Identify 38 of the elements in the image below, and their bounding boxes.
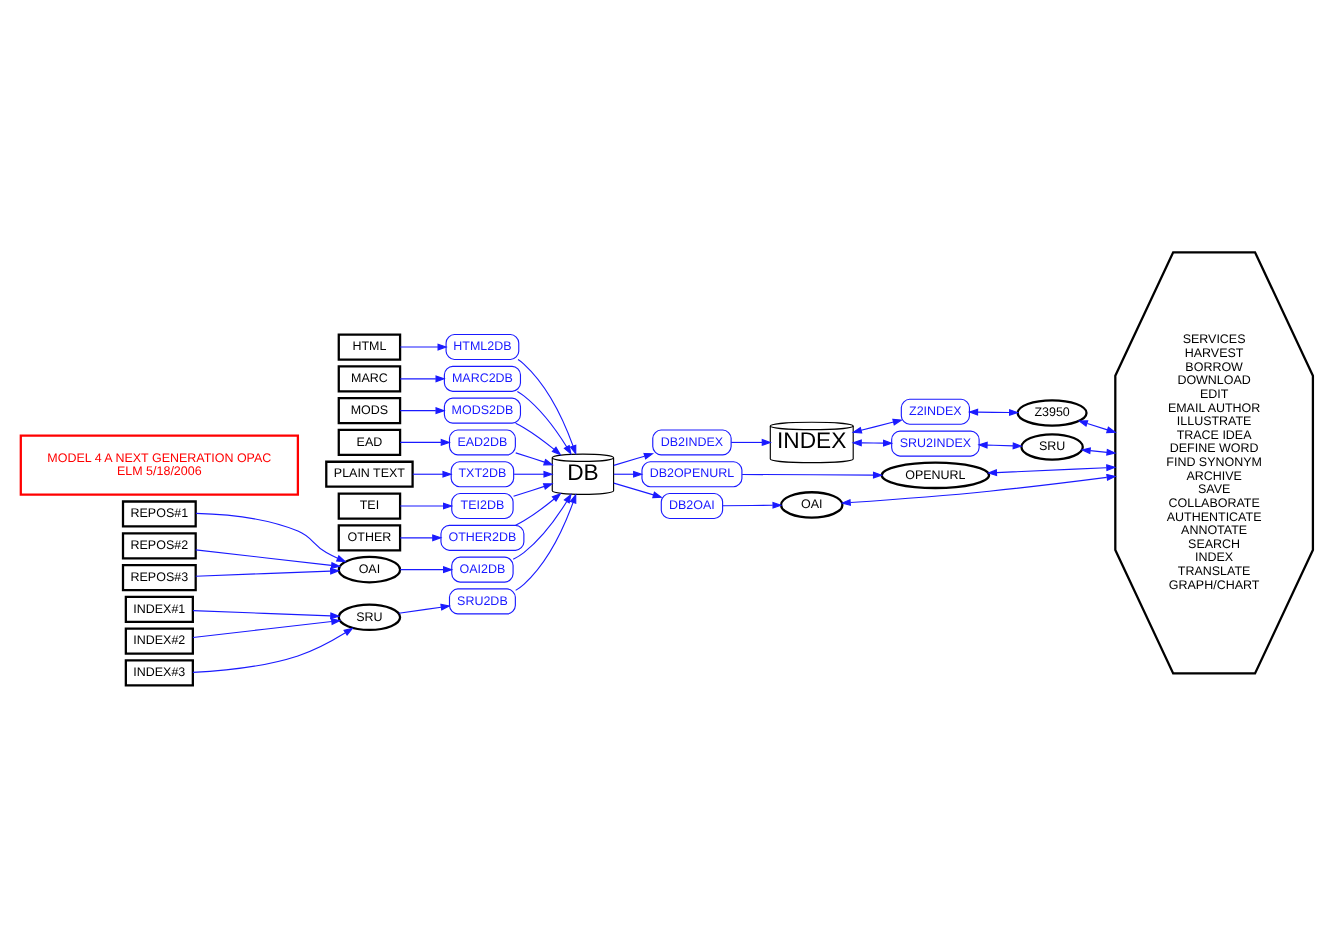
arrow — [515, 451, 554, 465]
arrow — [516, 389, 572, 455]
arrow — [840, 472, 1117, 506]
arrow — [399, 342, 448, 350]
arrow — [192, 626, 354, 672]
arrow — [513, 469, 554, 477]
arrow — [399, 501, 454, 509]
arrow — [399, 437, 451, 446]
arrow — [195, 548, 342, 568]
arrow — [399, 406, 446, 414]
arrow — [730, 437, 772, 446]
arrow — [512, 492, 572, 559]
arrow — [515, 491, 562, 525]
arrow — [515, 421, 562, 455]
arrow — [722, 500, 783, 508]
arrow — [517, 358, 577, 455]
arrow — [967, 407, 1020, 416]
arrow — [412, 469, 453, 477]
arrow — [195, 566, 341, 576]
arrow — [399, 533, 443, 541]
arrow — [613, 481, 663, 498]
arrow — [851, 417, 903, 433]
arrow — [398, 602, 451, 613]
arrow — [195, 511, 347, 562]
arrow — [513, 482, 554, 496]
arrow — [399, 565, 454, 573]
arrow — [1080, 446, 1117, 455]
arrow — [1077, 419, 1117, 433]
arrow — [741, 470, 884, 478]
arrow — [986, 463, 1117, 476]
arrow — [613, 469, 644, 477]
arrow — [515, 492, 577, 590]
arrow — [399, 374, 446, 382]
arrow — [851, 438, 894, 446]
arrow — [977, 440, 1023, 449]
arrow — [192, 609, 341, 619]
arrow — [613, 451, 655, 465]
arrow — [192, 617, 342, 637]
